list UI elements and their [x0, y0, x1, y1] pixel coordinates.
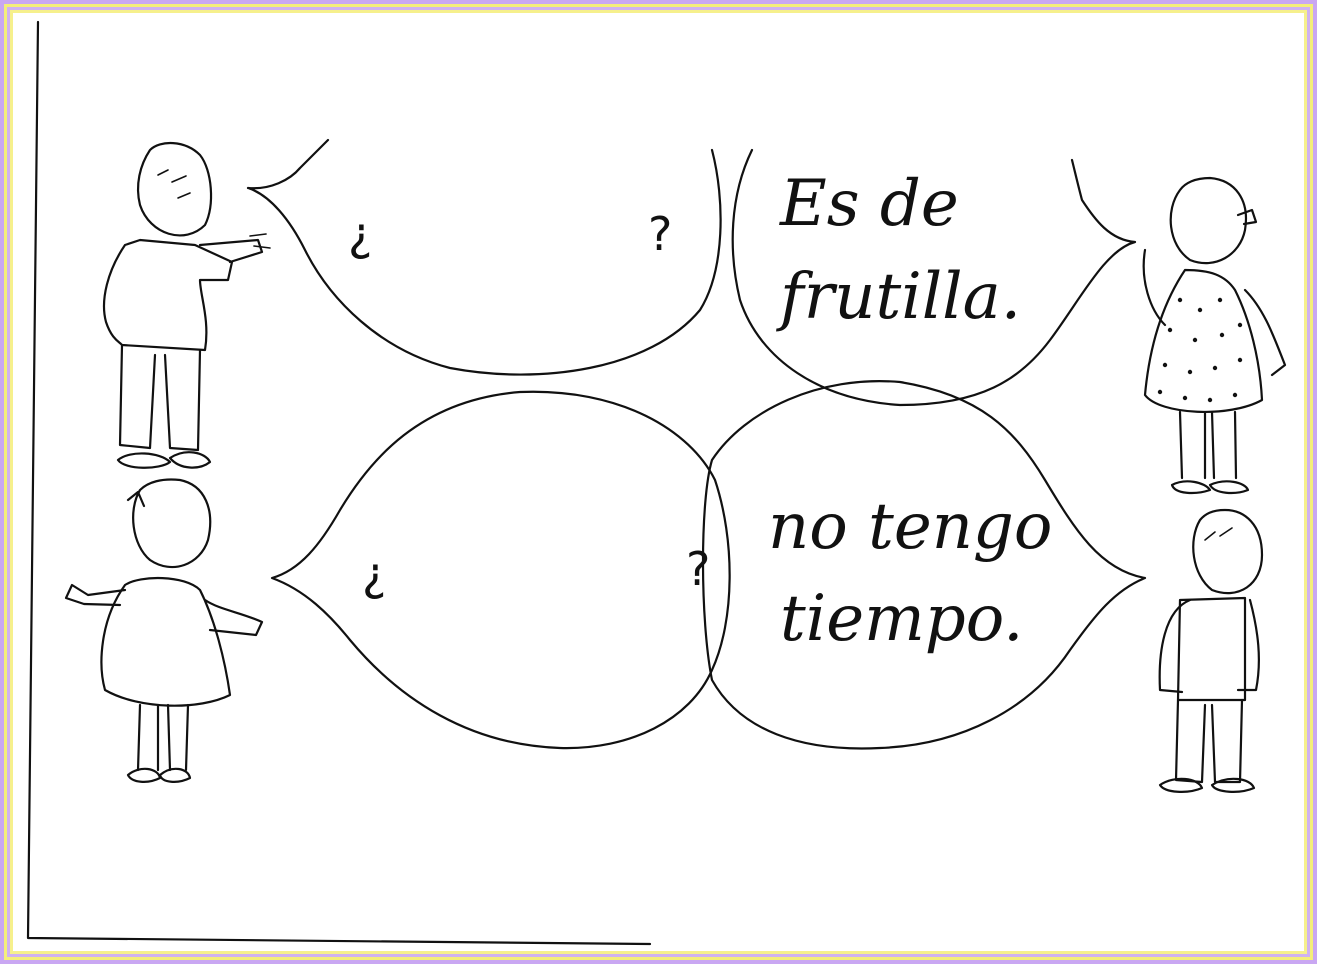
worksheet-border	[26, 20, 652, 946]
boy-pointing-figure	[102, 142, 271, 469]
bubble-bottom-left-open-mark: ¿	[362, 547, 386, 601]
page-frame-yellow	[4, 4, 1313, 960]
bubble-top-right-line1: Es de	[779, 167, 959, 241]
bubble-top-left	[246, 138, 722, 376]
bubble-bottom-left	[270, 390, 731, 750]
bubble-bottom-left-close-mark: ?	[686, 542, 710, 596]
bubble-top-right-line2: frutilla.	[776, 260, 1021, 334]
bubble-bottom-right-line2: tiempo.	[780, 582, 1023, 656]
page-frame-yellow-inner	[10, 10, 1307, 954]
bubble-top-left-open-mark: ¿	[348, 207, 372, 261]
girl-pigtails-figure	[64, 478, 264, 783]
girl-dotted-dress-figure	[1142, 176, 1287, 495]
boy-standing-figure	[1158, 508, 1264, 793]
dress-dots	[1157, 297, 1243, 403]
bubble-top-right	[731, 148, 1137, 407]
bubble-top-left-close-mark: ?	[648, 207, 672, 261]
bubble-bottom-right	[701, 380, 1147, 750]
bubble-bottom-right-line1: no tengo	[768, 490, 1052, 564]
page-frame-lavender	[7, 7, 1310, 957]
